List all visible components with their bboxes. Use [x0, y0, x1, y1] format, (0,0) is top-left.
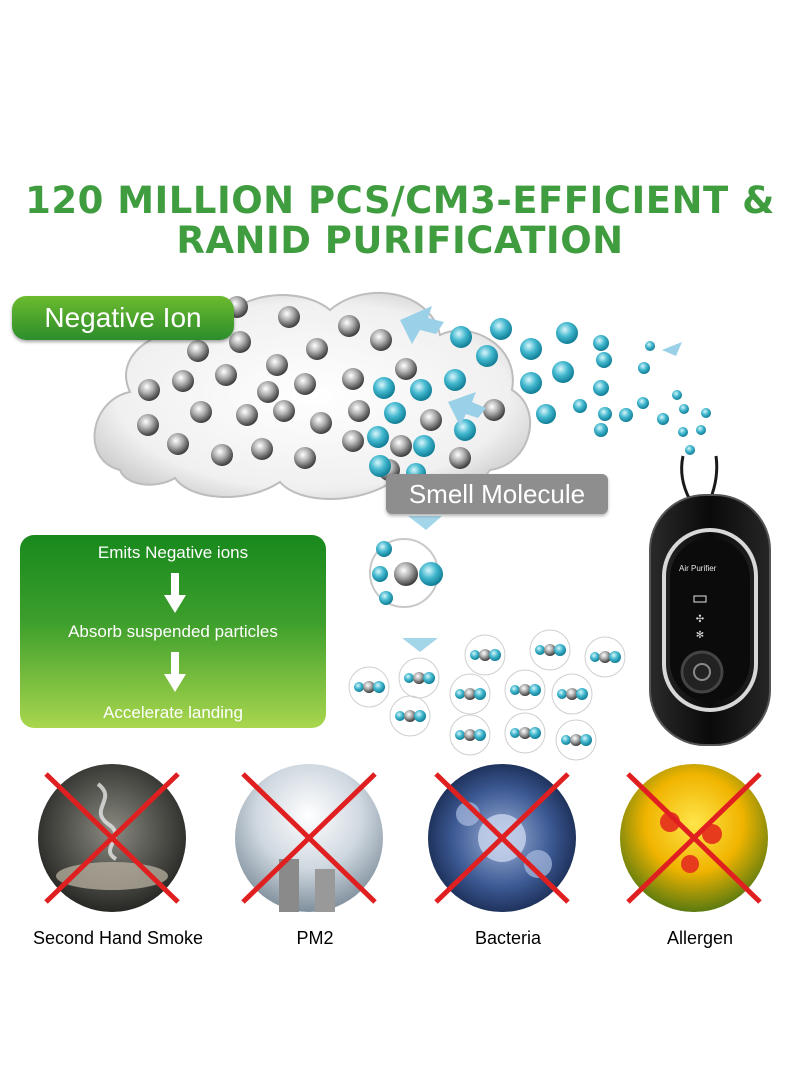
smoke-image [38, 764, 186, 912]
gray-molecule-group [137, 296, 505, 481]
process-steps-panel: Emits Negative ions Absorb suspended par… [20, 535, 326, 728]
process-step-3: Accelerate landing [103, 703, 243, 722]
svg-text:✻: ✻ [696, 630, 704, 641]
process-step-2: Absorb suspended particles [68, 622, 278, 641]
headline-line-1: 120 MILLION PCS/CM3-EFFICIENT & [25, 179, 775, 222]
pollutant-label: Bacteria [474, 928, 542, 948]
headline-line-2: RANID PURIFICATION [176, 219, 624, 262]
negative-ion-label: Negative Ion [12, 296, 234, 340]
captured-molecules [348, 629, 626, 761]
tulips-image [620, 764, 768, 912]
arrow-down-icon [164, 573, 186, 613]
smell-molecule-label: Smell Molecule [386, 474, 608, 514]
device-label: Air Purifier [679, 564, 717, 573]
pollutant-label: PM2 [296, 928, 334, 948]
arrow-down-icon [164, 652, 186, 692]
pollutant-second-hand-smoke: Second Hand Smoke [8, 758, 203, 958]
flow-arrows [400, 306, 682, 426]
air-purifier-device: ✣ ✻ [649, 455, 771, 746]
smell-arrow [408, 516, 442, 530]
bacteria-image [428, 764, 576, 912]
smell-molecule-icon [369, 538, 443, 608]
pollutant-label: Allergen [666, 928, 734, 948]
svg-text:✣: ✣ [696, 614, 704, 625]
teal-ion-group [367, 318, 711, 483]
pollutant-bacteria: Bacteria [398, 758, 588, 958]
smokestack-image [235, 764, 383, 912]
down-arrow-2 [402, 638, 438, 652]
pollutant-allergen: Allergen [590, 758, 780, 958]
pollutant-label: Second Hand Smoke [32, 928, 204, 948]
pollutant-pm2: PM2 [205, 758, 395, 958]
process-step-1: Emits Negative ions [97, 543, 249, 562]
